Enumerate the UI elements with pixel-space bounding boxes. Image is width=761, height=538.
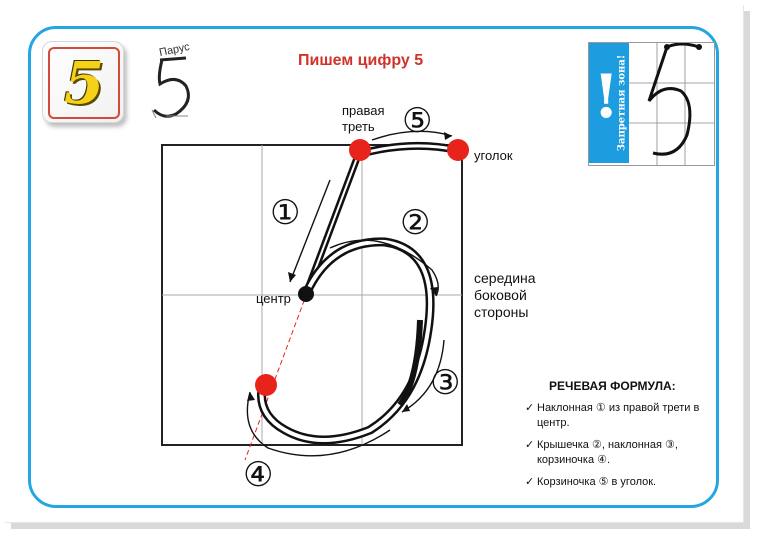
warning-five-sample <box>629 43 714 165</box>
step-1: ① <box>270 193 300 233</box>
digit-tile-border: 5 <box>48 47 120 119</box>
check-icon: ✓ <box>525 439 535 451</box>
check-icon: ✓ <box>525 476 535 488</box>
formula-item: ✓Крышечка ②, наклонная ③, корзиночка ④. <box>525 439 678 466</box>
label-right-third: правая треть <box>342 103 385 134</box>
sail-logo-icon <box>151 56 190 119</box>
start-point-top <box>349 139 371 161</box>
basket-point <box>255 374 277 396</box>
warning-card: ! Запретная зона! <box>588 42 715 166</box>
warning-text: Запретная зона! <box>616 54 628 152</box>
digit-tile: 5 <box>42 41 124 123</box>
formula-heading: РЕЧЕВАЯ ФОРМУЛА: <box>549 379 676 393</box>
label-side-middle: середина боковой стороны <box>474 270 536 320</box>
step-5: ⑤ <box>402 101 432 141</box>
step-4: ④ <box>243 455 273 495</box>
formula-item: ✓Наклонная ① из правой трети в центр. <box>525 402 700 429</box>
step-3: ③ <box>430 363 460 403</box>
speech-formula: РЕЧЕВАЯ ФОРМУЛА: ✓Наклонная ① из правой … <box>525 379 725 497</box>
warning-blue-band <box>589 43 629 163</box>
center-point <box>298 286 314 302</box>
warning-exclamation: ! <box>593 62 620 132</box>
label-center: центр <box>256 291 291 306</box>
blue-rounded-frame <box>28 26 719 508</box>
corner-point <box>447 139 469 161</box>
label-corner: уголок <box>474 148 513 163</box>
check-icon: ✓ <box>525 402 535 414</box>
page-title: Пишем цифру 5 <box>298 52 424 69</box>
digit-five: 5 <box>63 49 105 117</box>
step-2: ② <box>400 203 430 243</box>
formula-item: ✓Корзиночка ⑤ в уголок. <box>525 476 657 488</box>
